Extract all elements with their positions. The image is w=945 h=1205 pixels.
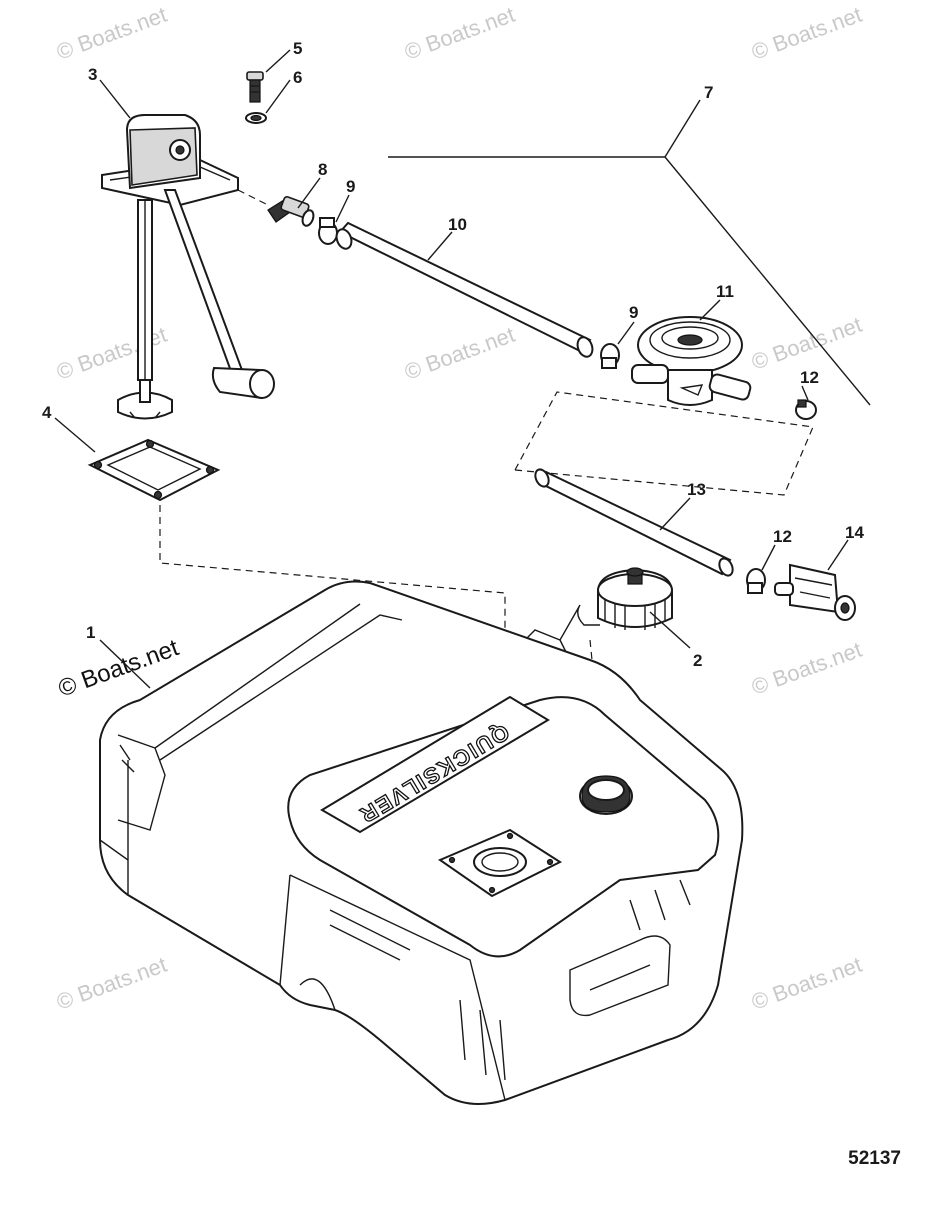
- diagram-reference-number: 52137: [848, 1148, 901, 1169]
- callout-9a: 9: [346, 177, 355, 196]
- part-5-screw: [246, 71, 264, 103]
- leader-9a: [335, 194, 350, 223]
- watermark: © Boats.net: [748, 952, 865, 1015]
- part-8-fitting: [267, 196, 315, 227]
- callout-leaders: [54, 49, 849, 689]
- watermark: © Boats.net: [748, 312, 865, 375]
- part-1-fuel-tank: QUICKSILVER: [99, 580, 744, 1105]
- part-11-valve: [631, 316, 752, 406]
- leader-8: [297, 177, 321, 209]
- part-6-washer: [245, 112, 267, 124]
- part-9-clamp-a: [318, 217, 338, 245]
- part-3-fuel-sender: [101, 114, 275, 420]
- leader-14: [827, 539, 849, 571]
- leader-1: [99, 639, 151, 689]
- callout-8: 8: [318, 160, 327, 179]
- part-4-gasket: [87, 438, 221, 502]
- callout-1: 1: [86, 623, 95, 642]
- leader-12a: [801, 385, 809, 401]
- part-13-hose: [534, 468, 734, 577]
- leader-13: [659, 497, 691, 531]
- part-9-clamp-b: [600, 343, 620, 369]
- callout-5: 5: [293, 39, 302, 58]
- leader-7: [664, 99, 701, 158]
- callout-12b: 12: [773, 527, 792, 546]
- tank-fill-neck: [579, 775, 633, 815]
- callout-6: 6: [293, 68, 302, 87]
- leader-6: [265, 79, 291, 114]
- callout-10: 10: [448, 215, 467, 234]
- watermark: © Boats.net: [401, 2, 518, 65]
- watermark: © Boats.net: [748, 2, 865, 65]
- leader-10: [427, 231, 453, 261]
- part-10-hose: [335, 221, 594, 358]
- tank-sender-mount: [437, 828, 563, 898]
- callout-11: 11: [716, 282, 734, 301]
- leader-9b: [617, 321, 635, 345]
- callout-7: 7: [704, 83, 713, 102]
- leader-5: [265, 49, 291, 73]
- leader-11: [699, 299, 721, 321]
- leader-3: [99, 79, 131, 119]
- callout-13: 13: [687, 480, 706, 499]
- callout-12a: 12: [800, 368, 819, 387]
- leader-12b: [761, 544, 776, 571]
- leader-2: [649, 611, 691, 649]
- callout-9b: 9: [629, 303, 638, 322]
- callout-4: 4: [42, 403, 52, 422]
- callouts: 3 5 6 7 8 9 10 9 11 12 4 13 12 14 1 2: [42, 39, 864, 670]
- callout-14: 14: [845, 523, 864, 542]
- dash-sender-to-fitting: [237, 189, 269, 206]
- watermark: © Boats.net: [53, 952, 170, 1015]
- callout-2: 2: [693, 651, 702, 670]
- callout-3: 3: [88, 65, 97, 84]
- part-12-clamp-b: [746, 568, 766, 594]
- part-12-clamp-a: [795, 399, 817, 420]
- watermark: © Boats.net: [53, 2, 170, 65]
- watermark: © Boats.net: [748, 637, 865, 700]
- dash-box-hose-13: [514, 391, 814, 496]
- leader-4: [54, 417, 96, 453]
- watermark: © Boats.net: [401, 322, 518, 385]
- part-2-fuel-cap: [524, 567, 673, 661]
- part-14-connector: [774, 563, 856, 621]
